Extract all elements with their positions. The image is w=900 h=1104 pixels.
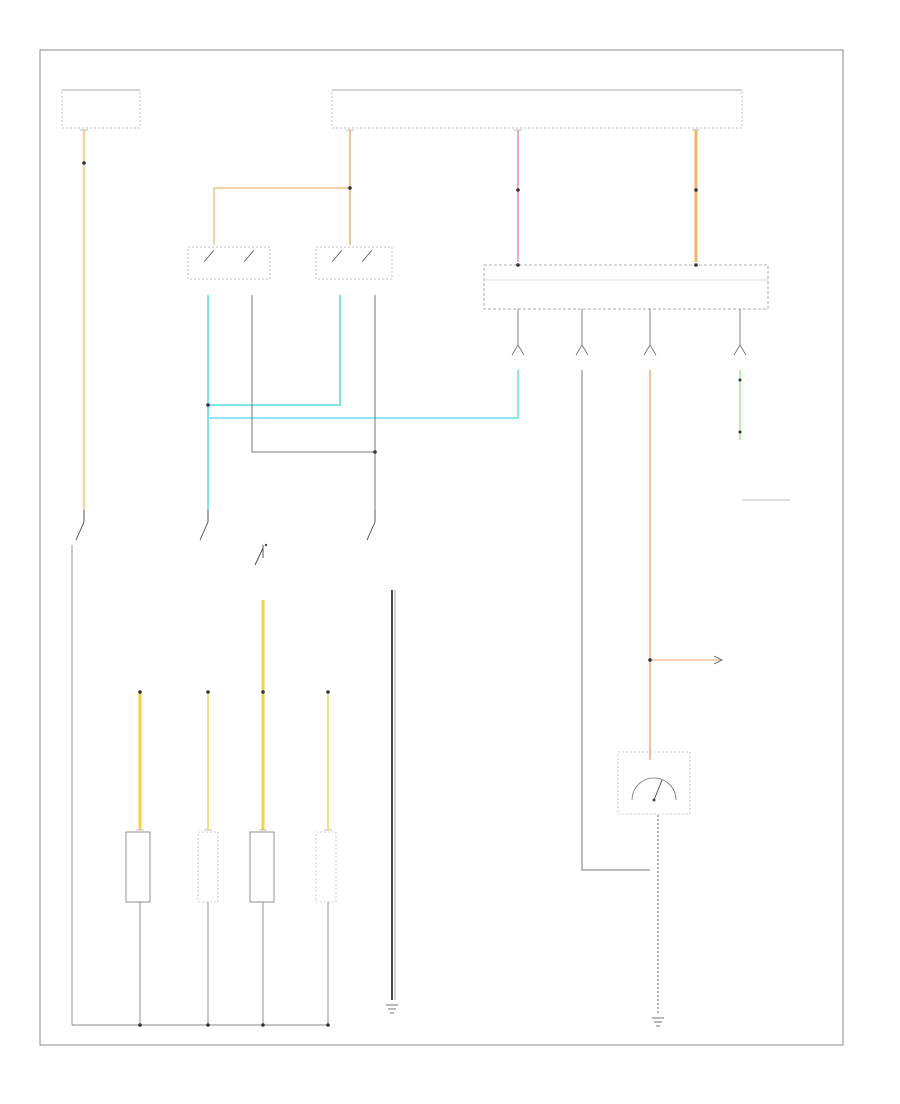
left-front-door-switch [187, 246, 271, 280]
wire-cyan-3 [208, 370, 519, 419]
wire-gray-1 [251, 295, 375, 453]
module-outputs [511, 309, 747, 356]
power-wires [82, 130, 698, 510]
ground-icon [386, 1004, 398, 1014]
junction-dot-icon [738, 430, 742, 434]
junction-dot-icon [348, 186, 352, 190]
lamp-right-front [315, 831, 337, 903]
lamp-left-rear [125, 831, 151, 903]
switch-icon [254, 545, 264, 566]
junction-dot-icon [373, 450, 377, 454]
lamp-right-rear [197, 831, 219, 903]
cyan-wires [206, 295, 519, 510]
ground-icon [652, 1017, 664, 1027]
right-front-door-switch [315, 246, 393, 280]
gray-wires [251, 295, 650, 871]
switch-icon [366, 510, 376, 541]
fuse-box-icon [61, 89, 141, 129]
dimmer-switch [617, 751, 691, 815]
connector-stubs [80, 129, 700, 831]
wire-gray-3 [581, 370, 650, 871]
junction-dot-icon [516, 188, 520, 192]
arrow-right [713, 655, 723, 665]
junction-dot-icon [648, 658, 652, 662]
lamp-left-front [249, 831, 275, 903]
diagram-border [39, 49, 844, 1046]
wire-cyan-2 [208, 295, 341, 406]
junction-dot-icon [206, 403, 210, 407]
control-module [483, 263, 769, 310]
junction-dot-icon [694, 188, 698, 192]
junction-dot-icon [738, 378, 742, 382]
switch-icon [75, 510, 85, 541]
fuse-box-left [61, 89, 141, 129]
lower-switches [75, 510, 376, 566]
wire-feed-branch [213, 187, 350, 245]
junction-dot-icon [82, 161, 86, 165]
fuse-box-top [331, 89, 743, 129]
lamps [125, 831, 337, 903]
switch-icon [199, 510, 209, 541]
module-box [483, 264, 769, 310]
fuse-box-icon [331, 89, 743, 129]
